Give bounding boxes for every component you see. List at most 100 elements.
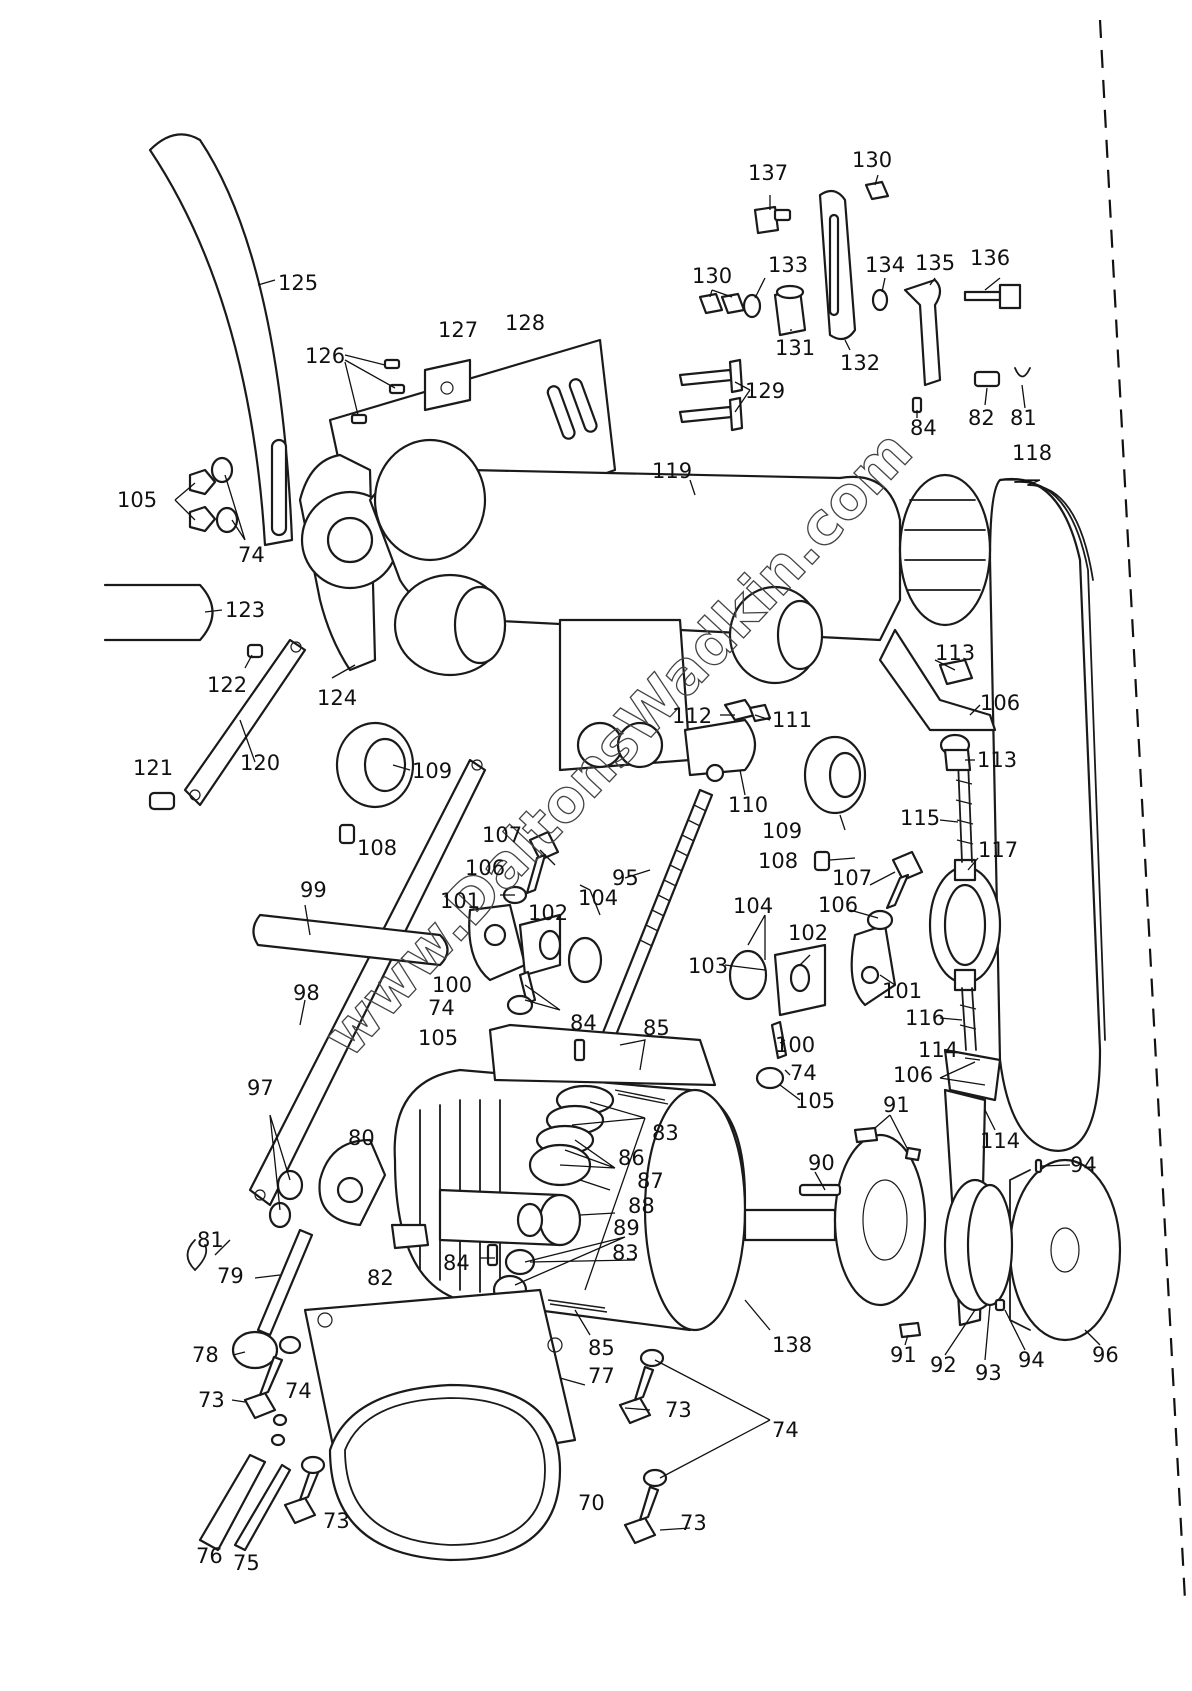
label-135: 135 bbox=[915, 251, 955, 275]
part-84-screws bbox=[486, 396, 923, 1267]
label-106: 106 bbox=[818, 893, 858, 917]
label-81: 81 bbox=[1010, 406, 1037, 430]
label-86: 86 bbox=[618, 1146, 645, 1170]
part-108-grub-screws bbox=[338, 823, 831, 872]
part-82-pin bbox=[390, 370, 1001, 1250]
label-105: 105 bbox=[418, 1026, 458, 1050]
label-118: 118 bbox=[1012, 441, 1052, 465]
part-109-collar-left bbox=[335, 721, 415, 809]
label-100: 100 bbox=[775, 1033, 815, 1057]
label-116: 116 bbox=[905, 1006, 945, 1030]
part-94-screws bbox=[994, 1158, 1043, 1312]
part-132-slotted-link bbox=[818, 189, 857, 341]
label-89: 89 bbox=[613, 1216, 640, 1240]
part-75-stud bbox=[233, 1463, 292, 1552]
part-134-washer bbox=[871, 288, 889, 312]
part-120-link-bar bbox=[183, 638, 307, 807]
part-129-bolts bbox=[678, 358, 744, 432]
label-114: 114 bbox=[980, 1129, 1020, 1153]
part-96-stepped-pulley bbox=[1008, 1158, 1122, 1342]
label-90: 90 bbox=[808, 1151, 835, 1175]
part-109-collar-right bbox=[803, 735, 867, 815]
label-74: 74 bbox=[772, 1418, 799, 1442]
part-115-upper-thread bbox=[955, 759, 974, 863]
label-79: 79 bbox=[217, 1264, 244, 1288]
part-70-belt bbox=[328, 1383, 562, 1562]
label-136: 136 bbox=[970, 246, 1010, 270]
part-133-washer bbox=[742, 293, 762, 319]
label-130: 130 bbox=[692, 264, 732, 288]
label-73: 73 bbox=[198, 1388, 225, 1412]
label-110: 110 bbox=[728, 793, 768, 817]
label-100: 100 bbox=[432, 973, 472, 997]
label-74: 74 bbox=[285, 1379, 312, 1403]
label-107: 107 bbox=[832, 866, 872, 890]
label-132: 132 bbox=[840, 351, 880, 375]
label-126: 126 bbox=[305, 344, 345, 368]
label-101: 101 bbox=[882, 979, 922, 1003]
part-97-washers bbox=[268, 1169, 304, 1229]
part-113-nuts bbox=[938, 658, 974, 772]
part-101-bracket-right bbox=[850, 923, 897, 1007]
part-103-collar bbox=[567, 936, 768, 1001]
part-118-vee-belts bbox=[988, 477, 1106, 1152]
part-101-bracket-left bbox=[468, 903, 527, 982]
part-80-clamp bbox=[318, 1138, 387, 1227]
label-115: 115 bbox=[900, 806, 940, 830]
label-99: 99 bbox=[300, 878, 327, 902]
label-113: 113 bbox=[935, 641, 975, 665]
label-121: 121 bbox=[133, 756, 173, 780]
label-70: 70 bbox=[578, 1491, 605, 1515]
label-120: 120 bbox=[240, 751, 280, 775]
label-95: 95 bbox=[612, 866, 639, 890]
part-105-nuts-top bbox=[188, 468, 217, 533]
label-104: 104 bbox=[578, 886, 618, 910]
part-137-stud bbox=[753, 205, 792, 235]
label-73: 73 bbox=[665, 1398, 692, 1422]
part-76-sleeve bbox=[198, 1453, 267, 1552]
part-126-screws bbox=[350, 358, 406, 425]
label-109: 109 bbox=[762, 819, 802, 843]
label-83: 83 bbox=[652, 1121, 679, 1145]
part-78-knob bbox=[231, 1330, 279, 1370]
part-124-side-bracket bbox=[298, 453, 400, 672]
part-119-main-casting bbox=[368, 438, 902, 772]
label-78: 78 bbox=[192, 1343, 219, 1367]
label-137: 137 bbox=[748, 161, 788, 185]
label-105: 105 bbox=[795, 1089, 835, 1113]
label-102: 102 bbox=[788, 921, 828, 945]
part-99-shaft bbox=[252, 913, 449, 967]
label-94: 94 bbox=[1018, 1348, 1045, 1372]
part-drive-hub bbox=[833, 1133, 927, 1307]
label-127: 127 bbox=[438, 318, 478, 342]
part-135-lever bbox=[903, 278, 942, 387]
label-74: 74 bbox=[428, 996, 455, 1020]
part-116-lower-thread bbox=[959, 987, 977, 1051]
part-121-stud bbox=[148, 791, 176, 811]
label-106: 106 bbox=[893, 1063, 933, 1087]
label-109: 109 bbox=[412, 759, 452, 783]
label-112: 112 bbox=[672, 704, 712, 728]
part-upper-bracket bbox=[878, 628, 997, 732]
label-73: 73 bbox=[323, 1509, 350, 1533]
label-105: 105 bbox=[117, 488, 157, 512]
label-81: 81 bbox=[197, 1228, 224, 1252]
label-114: 114 bbox=[918, 1038, 958, 1062]
page-edge bbox=[1098, 19, 1187, 1601]
label-106: 106 bbox=[980, 691, 1020, 715]
label-122: 122 bbox=[207, 673, 247, 697]
part-main-pulley bbox=[898, 473, 992, 627]
label-134: 134 bbox=[865, 253, 905, 277]
label-83: 83 bbox=[612, 1241, 639, 1265]
label-129: 129 bbox=[745, 379, 785, 403]
part-93-ring bbox=[966, 1183, 1014, 1307]
part-79-rod bbox=[256, 1228, 314, 1337]
label-106: 106 bbox=[465, 856, 505, 880]
label-130: 130 bbox=[852, 148, 892, 172]
label-119: 119 bbox=[652, 459, 692, 483]
label-101: 101 bbox=[440, 889, 480, 913]
part-130-nuts bbox=[698, 180, 890, 315]
label-123: 123 bbox=[225, 598, 265, 622]
part-117-turnbuckle bbox=[928, 858, 1002, 992]
